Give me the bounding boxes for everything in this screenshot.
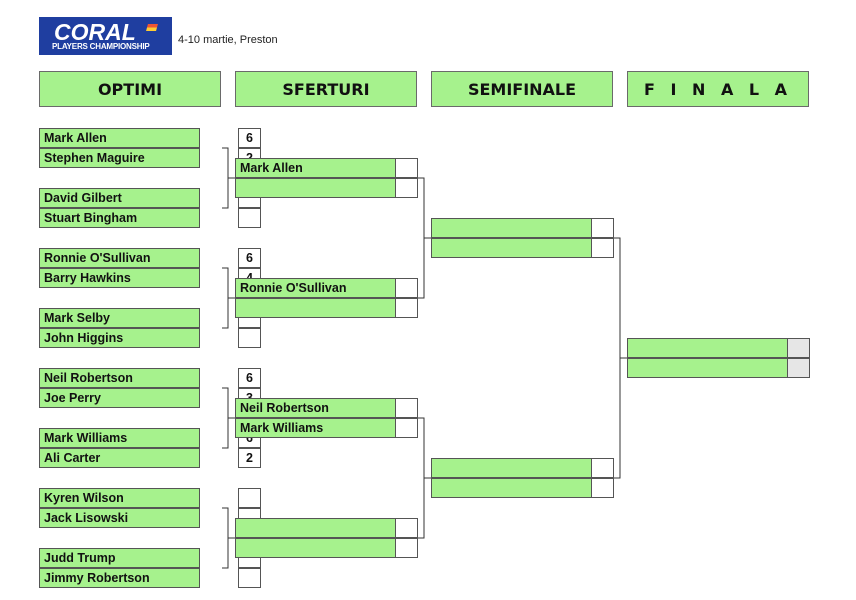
player-name[interactable]: Barry Hawkins	[39, 268, 200, 288]
player-name[interactable]	[431, 238, 592, 258]
player-name[interactable]: Mark Selby	[39, 308, 200, 328]
player-name[interactable]: Stuart Bingham	[39, 208, 200, 228]
logo-brand: CORAL	[54, 19, 136, 45]
player-name[interactable]	[627, 338, 788, 358]
player-score[interactable]	[395, 538, 418, 558]
player-name[interactable]	[431, 218, 592, 238]
player-name[interactable]: Mark Williams	[39, 428, 200, 448]
player-name[interactable]: Joe Perry	[39, 388, 200, 408]
player-name[interactable]	[627, 358, 788, 378]
logo-subtitle: PLAYERS CHAMPIONSHIP	[52, 42, 150, 51]
player-name[interactable]: Jack Lisowski	[39, 508, 200, 528]
player-name[interactable]: Kyren Wilson	[39, 488, 200, 508]
header-finala: F I N A L A	[627, 71, 809, 107]
player-score[interactable]	[395, 278, 418, 298]
coral-logo: CORAL PLAYERS CHAMPIONSHIP	[39, 17, 172, 55]
player-name[interactable]	[235, 538, 396, 558]
player-name[interactable]: David Gilbert	[39, 188, 200, 208]
player-score[interactable]	[591, 218, 614, 238]
header-semifinale: SEMIFINALE	[431, 71, 613, 107]
player-score[interactable]	[591, 478, 614, 498]
player-name[interactable]: Mark Allen	[235, 158, 396, 178]
player-name[interactable]: Mark Allen	[39, 128, 200, 148]
player-score[interactable]: 6	[238, 248, 261, 268]
player-name[interactable]: Ali Carter	[39, 448, 200, 468]
player-score[interactable]	[787, 358, 810, 378]
player-score[interactable]	[238, 488, 261, 508]
player-score[interactable]	[238, 208, 261, 228]
player-name[interactable]	[235, 298, 396, 318]
player-score[interactable]	[395, 158, 418, 178]
player-name[interactable]	[235, 178, 396, 198]
player-score[interactable]	[395, 418, 418, 438]
player-name[interactable]	[431, 458, 592, 478]
player-name[interactable]	[431, 478, 592, 498]
player-name[interactable]: Stephen Maguire	[39, 148, 200, 168]
player-name[interactable]	[235, 518, 396, 538]
header-sferturi: SFERTURI	[235, 71, 417, 107]
header-optimi: OPTIMI	[39, 71, 221, 107]
player-name[interactable]: Mark Williams	[235, 418, 396, 438]
player-score[interactable]	[238, 568, 261, 588]
player-name[interactable]: Neil Robertson	[39, 368, 200, 388]
player-score[interactable]	[787, 338, 810, 358]
player-score[interactable]	[591, 238, 614, 258]
player-score[interactable]: 6	[238, 368, 261, 388]
player-name[interactable]: Neil Robertson	[235, 398, 396, 418]
player-score[interactable]: 2	[238, 448, 261, 468]
player-score[interactable]	[395, 398, 418, 418]
player-score[interactable]	[395, 518, 418, 538]
event-info: 4-10 martie, Preston	[178, 34, 278, 46]
player-name[interactable]: Ronnie O'Sullivan	[235, 278, 396, 298]
player-name[interactable]: Ronnie O'Sullivan	[39, 248, 200, 268]
player-score[interactable]	[395, 178, 418, 198]
player-score[interactable]	[395, 298, 418, 318]
player-score[interactable]	[238, 328, 261, 348]
player-score[interactable]: 6	[238, 128, 261, 148]
player-score[interactable]	[591, 458, 614, 478]
player-name[interactable]: John Higgins	[39, 328, 200, 348]
player-name[interactable]: Jimmy Robertson	[39, 568, 200, 588]
player-name[interactable]: Judd Trump	[39, 548, 200, 568]
